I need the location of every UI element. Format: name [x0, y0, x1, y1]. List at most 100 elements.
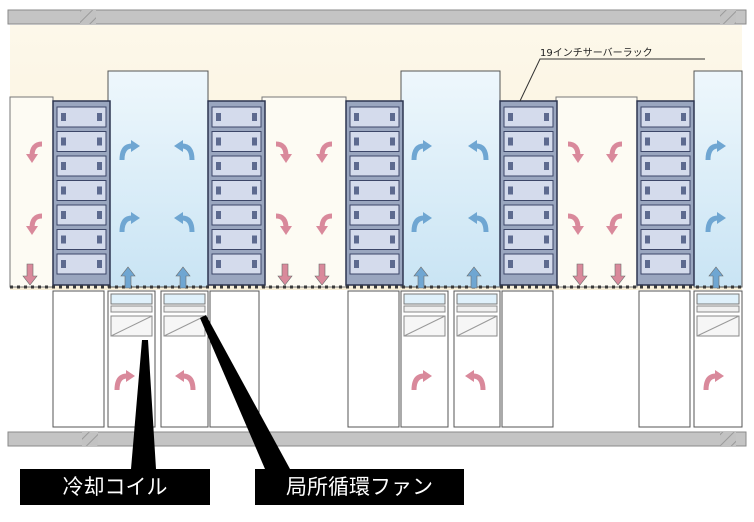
hot-aisle-1	[9, 96, 54, 288]
coil-diagonal	[456, 315, 498, 337]
server-led	[354, 162, 359, 170]
server-led	[508, 211, 513, 219]
arrow-head	[717, 212, 726, 224]
fan-grille	[456, 305, 498, 313]
cooling-unit-3	[400, 290, 449, 428]
arrow-head	[131, 212, 140, 224]
local-fan-pointer	[200, 315, 290, 469]
arrow-head	[26, 154, 38, 163]
server-led	[216, 235, 221, 244]
server-unit	[211, 180, 262, 201]
hot-aisle-2	[261, 96, 347, 288]
server-led	[681, 162, 686, 170]
server-unit	[640, 155, 691, 177]
server-led	[544, 260, 549, 268]
cooling-coil-pointer	[131, 340, 156, 469]
warm-air-arrow	[26, 141, 43, 163]
server-led	[97, 235, 102, 244]
warm-air-arrow	[610, 263, 626, 286]
server-unit	[640, 204, 691, 226]
floor-slab	[7, 431, 747, 447]
arrow-head	[468, 140, 477, 152]
server-unit	[56, 229, 107, 250]
arrow-curve	[472, 373, 486, 391]
arrow-shape	[120, 266, 136, 289]
rack-label: 19インチサーバーラック	[540, 48, 653, 59]
server-led	[354, 211, 359, 219]
server-unit	[56, 155, 107, 177]
arrow-curve	[475, 143, 489, 161]
warm-air-arrow	[606, 141, 623, 163]
server-led	[61, 260, 66, 268]
return-air-arrow	[175, 370, 196, 391]
arrow-head	[316, 154, 328, 163]
server-led	[61, 162, 66, 170]
server-unit	[349, 106, 400, 128]
arrow-curve	[119, 143, 133, 161]
server-led	[681, 137, 686, 146]
server-led	[390, 137, 395, 146]
warm-air-arrow	[275, 213, 292, 235]
server-led	[216, 137, 221, 146]
server-led	[97, 211, 102, 219]
arrow-curve	[181, 143, 195, 161]
server-unit	[640, 253, 691, 275]
cool-air-arrow	[468, 212, 489, 233]
server-led	[97, 162, 102, 170]
server-led	[216, 260, 221, 268]
local-fan	[696, 293, 740, 305]
arrow-shape	[572, 263, 588, 286]
server-led	[354, 113, 359, 121]
server-led	[390, 260, 395, 268]
cooling-unit-2	[160, 290, 209, 428]
server-rack-5	[636, 100, 695, 286]
cold-aisle-2	[400, 70, 501, 288]
cool-air-arrow	[119, 140, 140, 161]
arrow-head	[174, 140, 183, 152]
coil-diagonal	[403, 315, 446, 337]
cool-air-arrow	[705, 212, 726, 233]
server-unit	[503, 229, 554, 250]
server-led	[216, 113, 221, 121]
server-led	[681, 235, 686, 244]
server-led	[645, 113, 650, 121]
server-led	[216, 162, 221, 170]
server-unit	[349, 180, 400, 201]
server-unit	[211, 131, 262, 152]
server-unit	[349, 131, 400, 152]
return-air-arrow	[703, 370, 724, 391]
warm-air-arrow	[275, 141, 292, 163]
arrow-shape	[175, 266, 191, 289]
server-unit	[211, 204, 262, 226]
cold-aisle-3	[693, 70, 743, 288]
server-unit	[56, 131, 107, 152]
arrow-shape	[22, 263, 38, 286]
server-led	[252, 186, 257, 195]
cool-air-arrow	[175, 266, 191, 289]
local-fan	[456, 293, 498, 305]
server-led	[97, 260, 102, 268]
server-unit	[56, 180, 107, 201]
server-led	[354, 186, 359, 195]
fan-grille	[163, 305, 206, 313]
cool-air-arrow	[411, 212, 432, 233]
server-led	[645, 260, 650, 268]
arrow-head	[606, 154, 618, 163]
server-led	[508, 113, 513, 121]
warm-air-arrow	[606, 213, 623, 235]
arrow-curve	[182, 373, 196, 391]
server-led	[252, 211, 257, 219]
hot-aisle-3	[555, 96, 638, 288]
server-unit	[349, 253, 400, 275]
server-unit	[503, 131, 554, 152]
return-air-arrow	[465, 370, 486, 391]
server-unit	[640, 180, 691, 201]
server-led	[61, 235, 66, 244]
underfloor-units	[52, 290, 743, 428]
server-rack-3	[345, 100, 404, 286]
warm-air-arrow	[567, 141, 584, 163]
server-led	[61, 211, 66, 219]
server-led	[216, 186, 221, 195]
coil-diagonal	[696, 315, 740, 337]
